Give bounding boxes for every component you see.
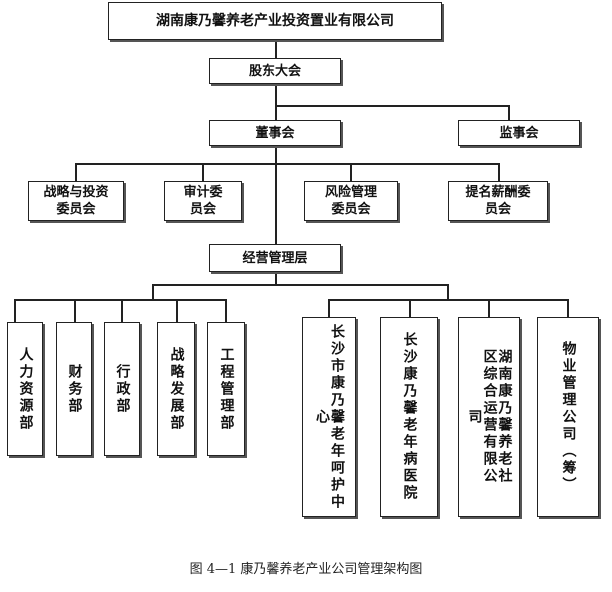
department-engineering-box: 工程管理部 [207, 322, 245, 456]
connector-board-down [275, 146, 277, 164]
connector-sub-4 [567, 299, 569, 317]
subsidiary-label: 湖南康乃馨养老社区综合运营有限公司 [466, 349, 513, 485]
connector-subsidiaries-bar [328, 299, 568, 301]
connector-company-shareholders [275, 40, 277, 58]
committee-label: 战略与投资委员会 [43, 185, 109, 217]
connector-committee-1 [75, 163, 77, 181]
connector-dept-5 [225, 299, 227, 322]
connector-to-board [275, 105, 277, 120]
department-hr-box: 人力资源部 [7, 322, 43, 456]
subsidiary-label: 长沙康乃馨老年病医院 [401, 332, 418, 502]
connector-sub-3 [488, 299, 490, 317]
department-label: 人力资源部 [17, 346, 34, 432]
committee-audit-box: 审计委员会 [164, 181, 242, 221]
department-label: 战略发展部 [168, 346, 185, 432]
subsidiary-label: 物业管理公司（筹） [560, 340, 577, 494]
board-label: 董事会 [255, 125, 295, 141]
subsidiary-community-box: 湖南康乃馨养老社区综合运营有限公司 [458, 317, 520, 517]
connector-right-group [447, 284, 449, 300]
connector-committee-2 [202, 163, 204, 181]
management-label: 经营管理层 [242, 250, 308, 266]
committee-risk-box: 风险管理委员会 [304, 181, 398, 221]
connector-sub-2 [409, 299, 411, 317]
board-box: 董事会 [209, 120, 341, 146]
connector-board-supervisors-bar [275, 105, 509, 107]
subsidiary-care-center-box: 长沙市康乃馨老年呵护中心 [302, 317, 356, 517]
committee-label: 审计委员会 [183, 185, 223, 217]
connector-dept-1 [14, 299, 16, 322]
subsidiary-label: 长沙市康乃馨老年呵护中心 [314, 323, 345, 511]
connector-board-management [275, 164, 277, 244]
supervisors-label: 监事会 [499, 125, 539, 141]
connector-committee-4 [498, 163, 500, 181]
committee-label: 提名薪酬委员会 [465, 185, 531, 217]
connector-committees-bar [75, 163, 499, 165]
connector-management-down [275, 272, 277, 284]
department-label: 行政部 [114, 363, 131, 415]
management-box: 经营管理层 [209, 244, 341, 272]
shareholders-box: 股东大会 [209, 58, 341, 84]
department-strategy-box: 战略发展部 [157, 322, 195, 456]
committee-label: 风险管理委员会 [324, 185, 377, 217]
department-finance-box: 财务部 [56, 322, 92, 456]
connector-to-supervisors [508, 105, 510, 120]
connector-split-bar [152, 284, 448, 286]
company-name: 湖南康乃馨养老产业投资置业有限公司 [156, 12, 394, 29]
company-box: 湖南康乃馨养老产业投资置业有限公司 [108, 2, 442, 40]
subsidiary-hospital-box: 长沙康乃馨老年病医院 [380, 317, 438, 517]
department-label: 工程管理部 [218, 346, 235, 432]
connector-departments-bar [14, 299, 226, 301]
connector-left-group [152, 284, 154, 300]
connector-dept-3 [121, 299, 123, 322]
connector-sub-1 [328, 299, 330, 317]
committee-nomination-box: 提名薪酬委员会 [448, 181, 548, 221]
supervisors-box: 监事会 [458, 120, 580, 146]
connector-committee-3 [350, 163, 352, 181]
department-label: 财务部 [66, 363, 83, 415]
connector-dept-4 [176, 299, 178, 322]
shareholders-label: 股东大会 [248, 63, 301, 79]
connector-dept-2 [74, 299, 76, 322]
department-admin-box: 行政部 [104, 322, 140, 456]
figure-caption: 图 4—1 康乃馨养老产业公司管理架构图 [189, 562, 423, 577]
connector-shareholders-trunk [275, 84, 277, 106]
committee-strategy-box: 战略与投资委员会 [28, 181, 124, 221]
subsidiary-property-box: 物业管理公司（筹） [537, 317, 599, 517]
